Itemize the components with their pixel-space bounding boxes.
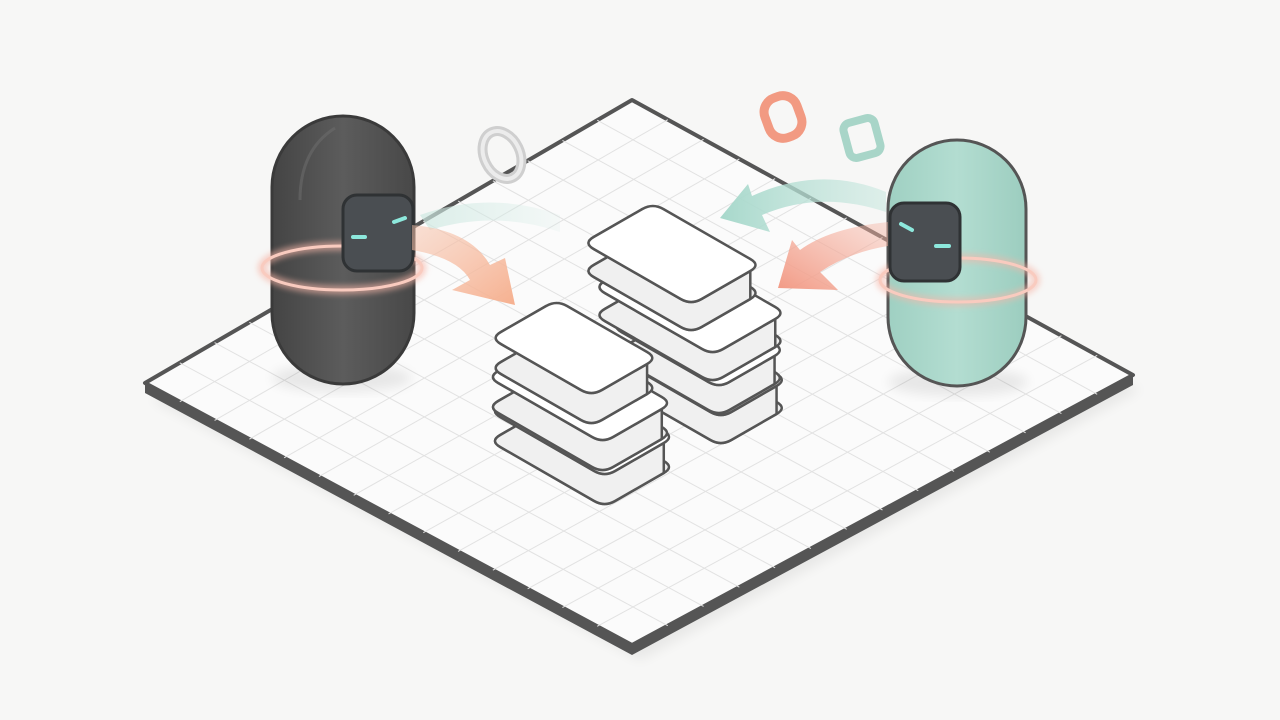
ring-token-icon bbox=[477, 126, 527, 184]
arrow-peach-icon bbox=[412, 225, 515, 305]
visor-left bbox=[341, 193, 415, 273]
visor-right bbox=[888, 201, 962, 283]
robot-dark-icon bbox=[257, 114, 427, 392]
arrow-mint-right-icon bbox=[720, 179, 886, 232]
eye-left-2 bbox=[392, 216, 407, 224]
grid-line bbox=[596, 354, 1098, 627]
eye-right-1 bbox=[899, 222, 914, 232]
arrow-mint-left-icon bbox=[420, 202, 560, 232]
block-back-4 bbox=[587, 204, 757, 332]
robot-mint-icon bbox=[875, 138, 1041, 396]
block-front-3 bbox=[494, 301, 654, 425]
block-stacks bbox=[491, 204, 784, 506]
arrow-salmon-icon bbox=[778, 222, 888, 290]
salmon-ring-token-icon bbox=[759, 91, 807, 143]
square-token-icon bbox=[839, 114, 885, 162]
